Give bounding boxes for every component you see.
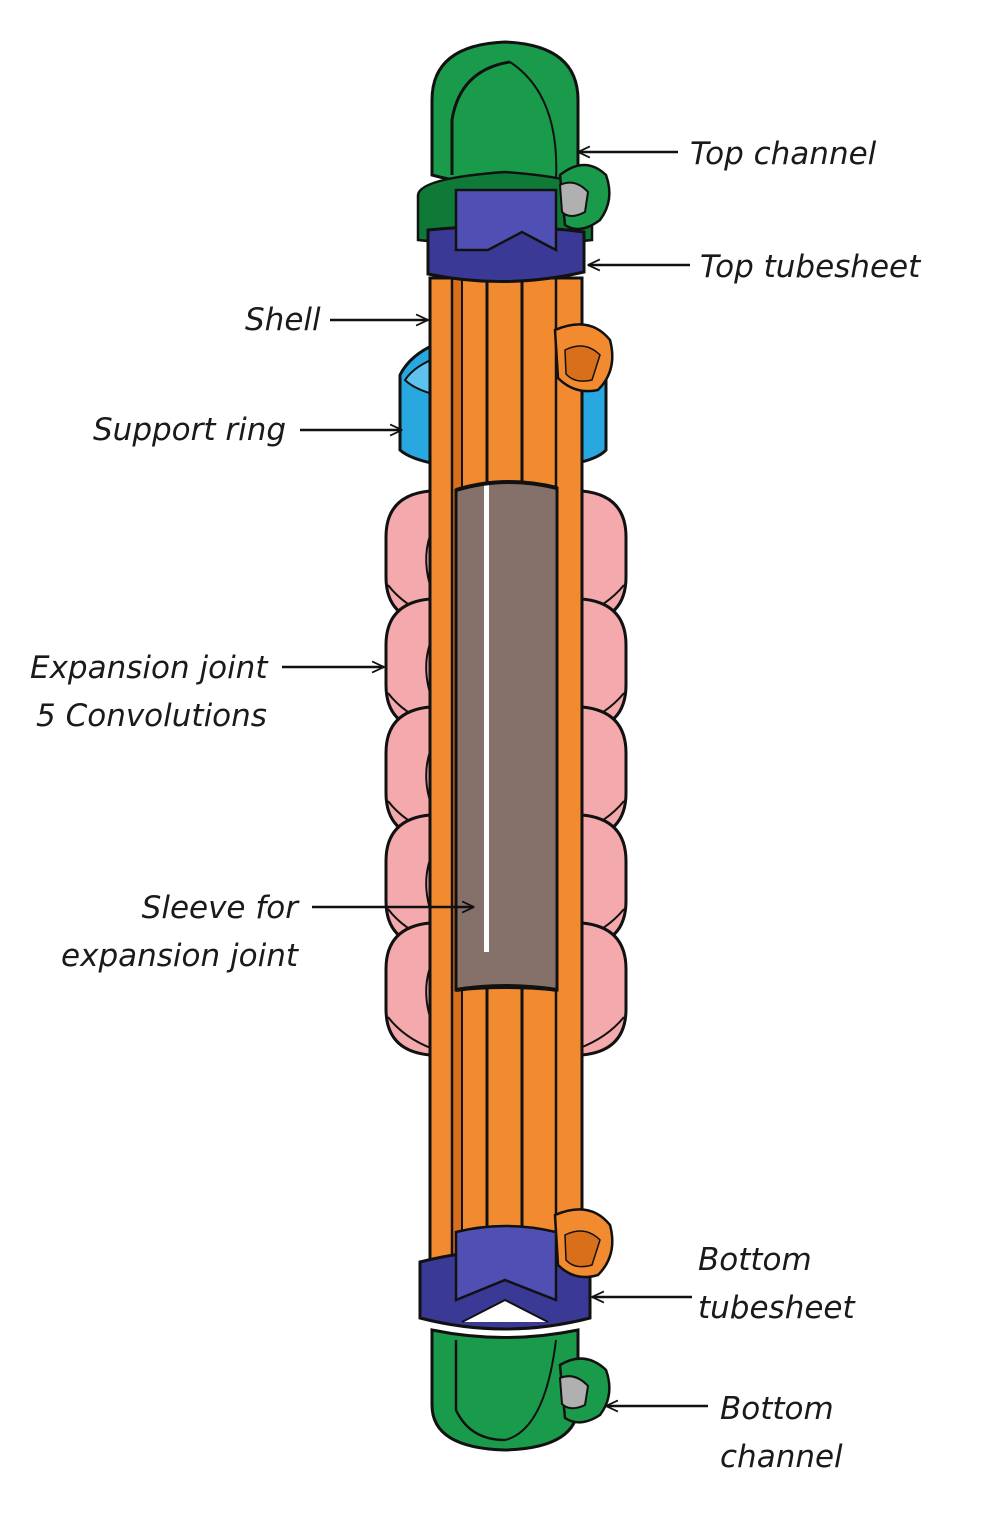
label-sleeve: Sleeve for expansion joint bbox=[52, 884, 298, 980]
label-support-ring: Support ring bbox=[93, 412, 287, 448]
leader-arrows bbox=[282, 152, 708, 1406]
label-bottom-tubesheet-line1: Bottom bbox=[698, 1242, 812, 1278]
sleeve-body bbox=[454, 480, 559, 992]
label-bottom-channel-line2: channel bbox=[720, 1439, 843, 1475]
label-sleeve-line1: Sleeve for bbox=[141, 890, 298, 926]
label-expansion-joint: Expansion joint 5 Convolutions bbox=[30, 644, 267, 740]
label-sleeve-line2: expansion joint bbox=[61, 938, 298, 974]
shell-bottom-nozzle bbox=[553, 1208, 614, 1279]
bottom-channel-cutline bbox=[504, 1339, 557, 1441]
bottom-channel-cutline bbox=[454, 1340, 506, 1442]
bottom-channel bbox=[430, 1328, 580, 1452]
label-expansion-joint-line2: 5 Convolutions bbox=[36, 698, 267, 734]
sleeve-slit bbox=[484, 482, 489, 952]
label-top-channel: Top channel bbox=[690, 136, 877, 172]
top-channel-cutline bbox=[509, 61, 558, 181]
label-bottom-channel-line1: Bottom bbox=[720, 1391, 834, 1427]
shell-top-nozzle bbox=[553, 323, 614, 393]
bottom-tubesheet-gap bbox=[461, 1298, 549, 1323]
bottom-tubesheet bbox=[418, 1224, 592, 1331]
bottom-channel-nozzle bbox=[558, 1357, 611, 1424]
label-bottom-channel: Bottom channel bbox=[720, 1385, 843, 1481]
top-channel-cutline bbox=[450, 60, 511, 175]
label-top-tubesheet: Top tubesheet bbox=[700, 249, 921, 285]
label-expansion-joint-line1: Expansion joint bbox=[30, 650, 268, 686]
sleeve-top-edge bbox=[455, 479, 558, 492]
label-bottom-tubesheet: Bottom tubesheet bbox=[698, 1236, 855, 1332]
sleeve-bottom-edge bbox=[455, 984, 558, 992]
label-shell: Shell bbox=[245, 302, 321, 338]
bottom-channel-body bbox=[430, 1328, 580, 1452]
top-tubesheet-upper bbox=[454, 188, 558, 253]
label-bottom-tubesheet-line2: tubesheet bbox=[698, 1290, 855, 1326]
expansion-joint-sleeve bbox=[454, 479, 559, 992]
top-channel-nozzle bbox=[558, 163, 611, 231]
bottom-tubesheet-upper bbox=[454, 1224, 558, 1302]
top-tubesheet bbox=[426, 188, 586, 284]
